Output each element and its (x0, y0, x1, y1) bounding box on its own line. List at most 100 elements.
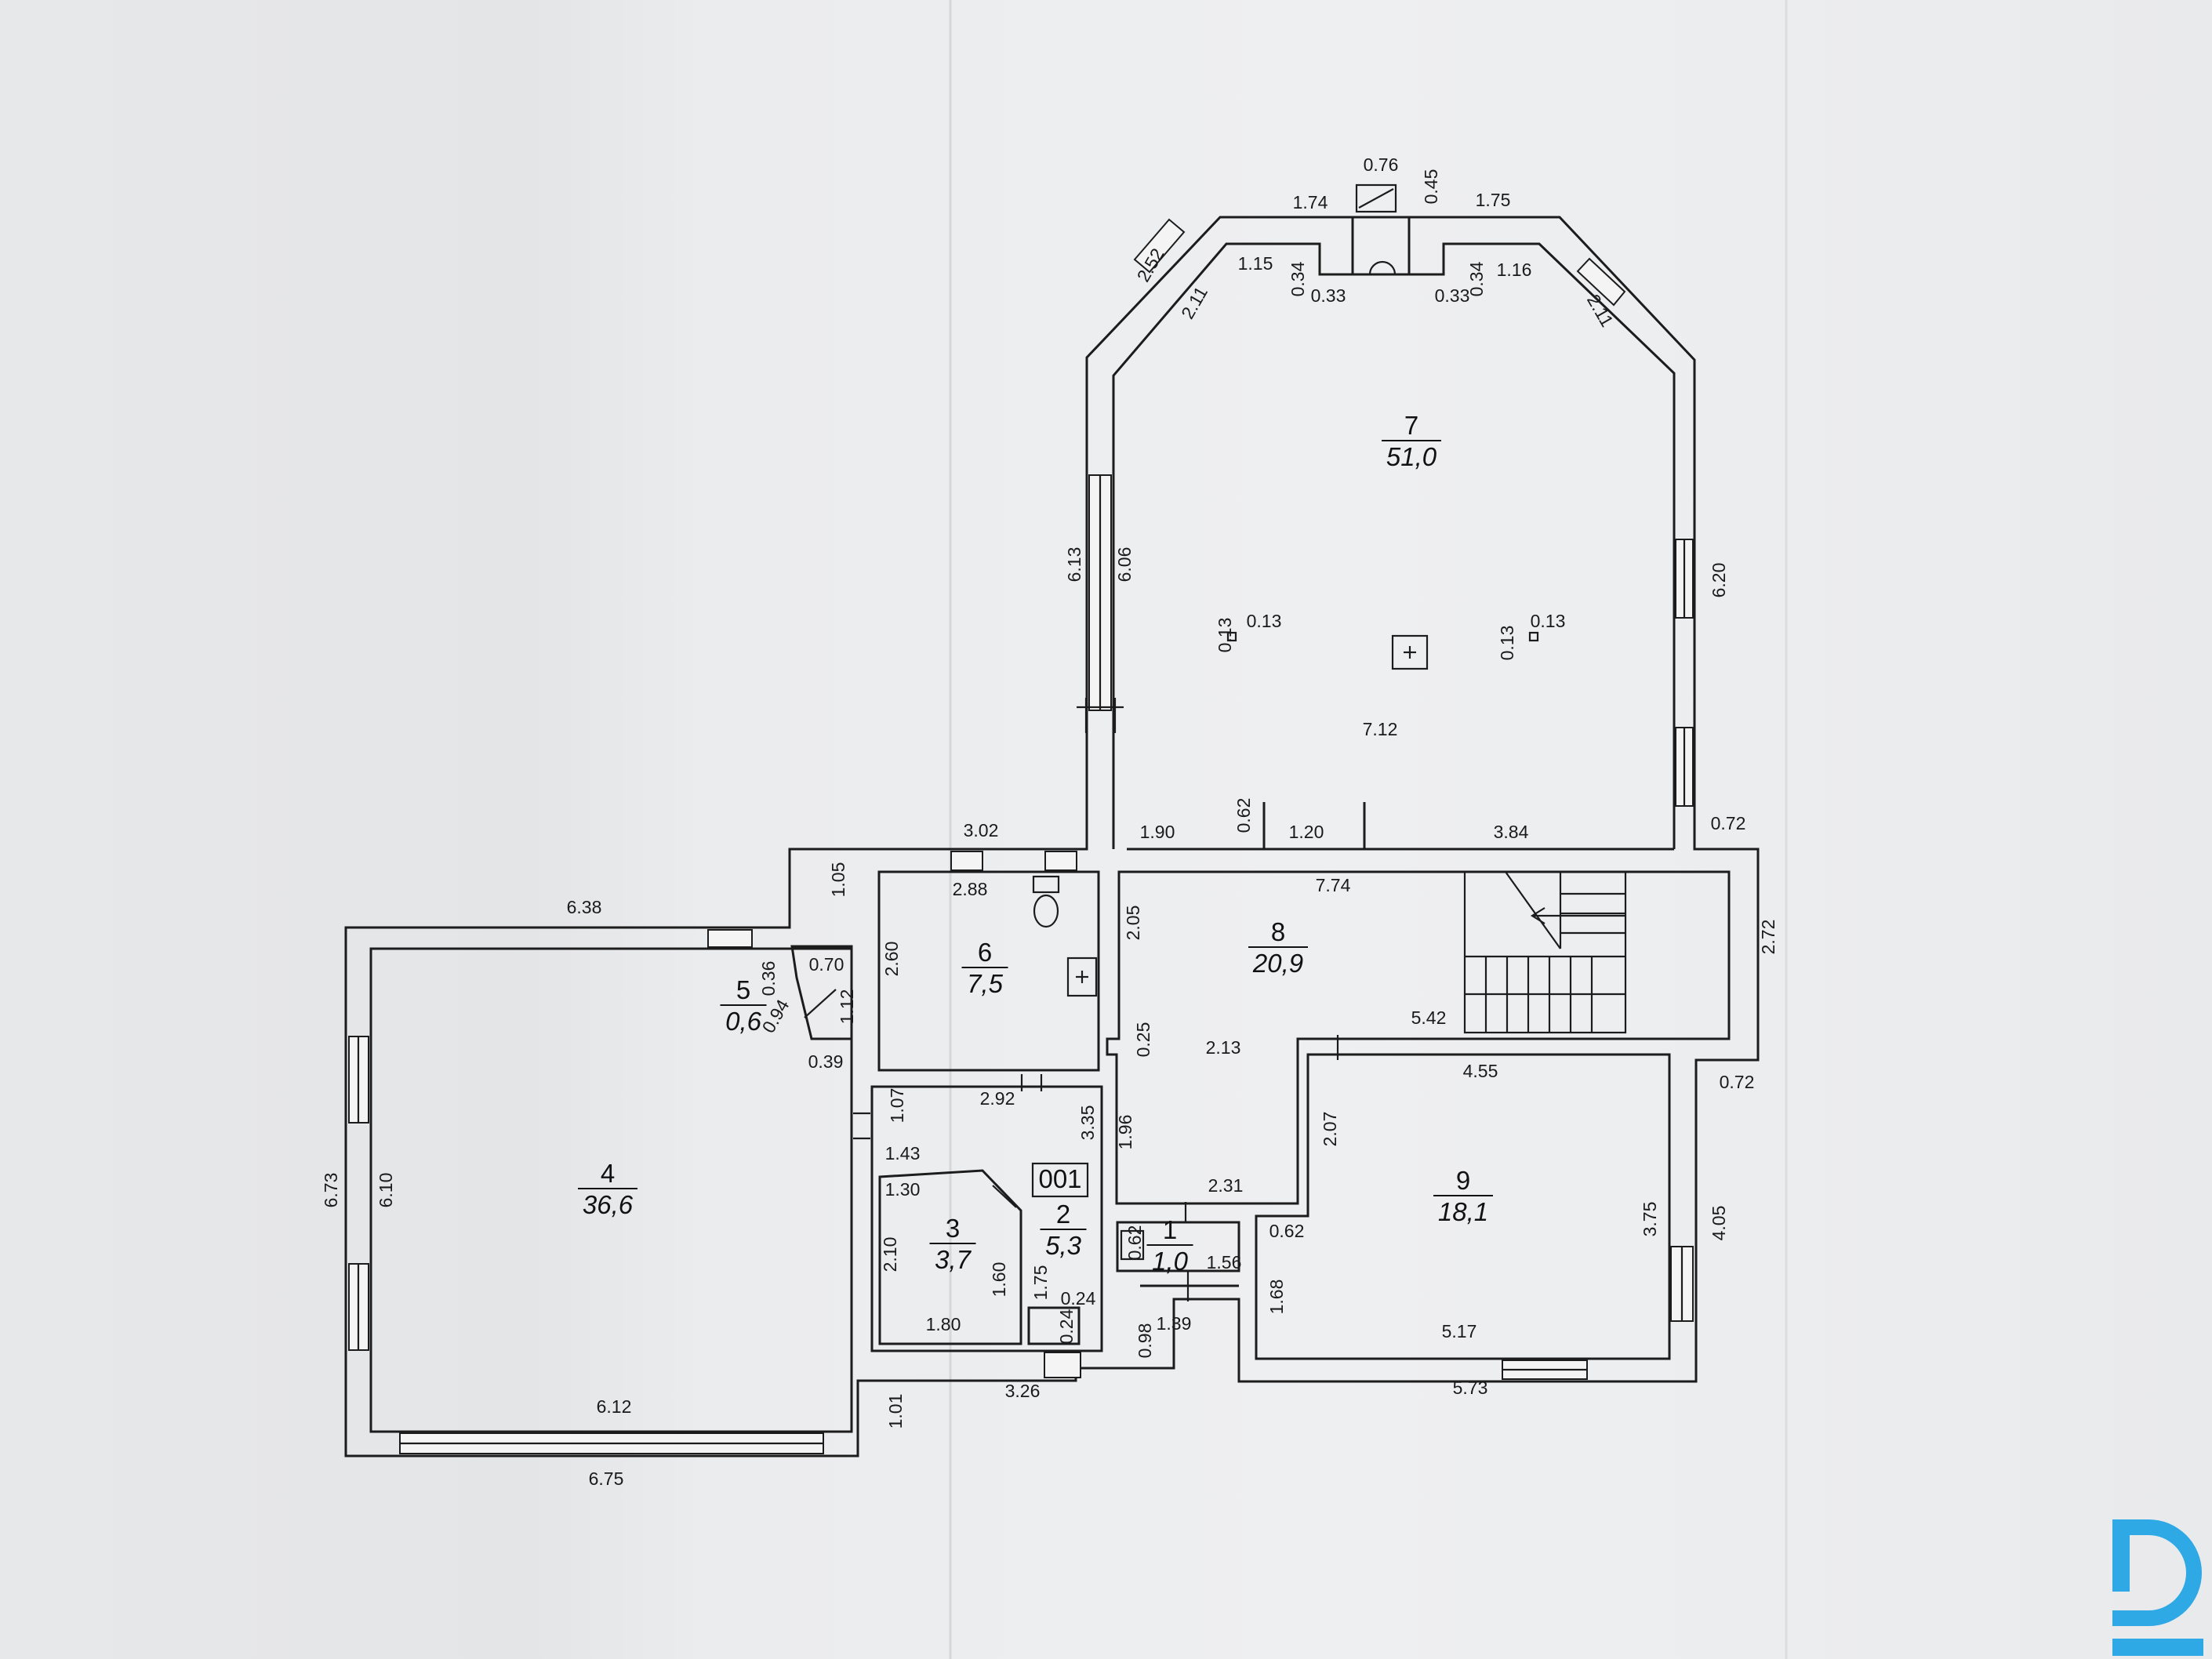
dimension-label: 3.02 (964, 820, 999, 840)
staircase (1463, 870, 1627, 1034)
dimension-label: 4.55 (1463, 1061, 1498, 1081)
dimension-label: 1.39 (1157, 1313, 1192, 1334)
dimension-label: 2.72 (1758, 920, 1778, 955)
room-2-niche (1027, 1306, 1081, 1345)
dimension-label: 0.98 (1135, 1323, 1155, 1359)
wc-block-wall (870, 1085, 1103, 1352)
dimension-label: 6.20 (1709, 563, 1729, 598)
door-ticks (804, 698, 1339, 1301)
dimension-label: 1.75 (1476, 190, 1511, 210)
room-3-wall (878, 1169, 1022, 1345)
room-9-number: 9 (1456, 1166, 1470, 1195)
dimension-label: 1.12 (837, 989, 857, 1025)
dimension-label: 0.62 (1233, 798, 1254, 833)
toilet-tank-icon (1032, 875, 1060, 894)
dimension-label: 0.36 (758, 961, 779, 996)
dimension-label: 1.60 (989, 1262, 1009, 1298)
room-6-number: 6 (978, 938, 992, 967)
dimension-label: 0.62 (1124, 1225, 1145, 1261)
dimension-label: 0.33 (1435, 285, 1470, 306)
dimension-label: 0.39 (808, 1051, 844, 1072)
chimney-vent (1355, 183, 1397, 213)
dimension-label: 2.31 (1208, 1175, 1244, 1196)
dimension-label: 1.80 (926, 1314, 961, 1334)
room-1-number: 1 (1163, 1215, 1177, 1244)
room-8-wall (1106, 870, 1731, 1205)
dimension-label: 3.84 (1494, 822, 1529, 842)
room-tag-label: 001 (1038, 1164, 1081, 1193)
dimension-label: 0.13 (1215, 618, 1235, 653)
dimension-label: 3.26 (1005, 1381, 1041, 1401)
dimension-label: 2.92 (980, 1088, 1015, 1109)
dimension-label: 1.30 (885, 1179, 921, 1200)
dimension-label: 6.13 (1064, 547, 1084, 583)
dimension-label: 1.15 (1238, 253, 1273, 274)
column-small (1528, 631, 1539, 642)
room-5-number: 5 (736, 975, 750, 1004)
dimension-label: 1.74 (1293, 192, 1328, 212)
dimension-label: 5.42 (1411, 1007, 1447, 1028)
room-1-wall (1116, 1221, 1240, 1272)
dimension-label: 0.72 (1720, 1072, 1755, 1092)
dimension-label: 0.13 (1497, 626, 1517, 661)
walls (344, 183, 1760, 1458)
room-1-niche (1120, 1229, 1145, 1261)
dimension-label: 3.75 (1640, 1202, 1660, 1237)
dimension-label: 0.70 (809, 954, 844, 975)
dimension-label: 5.73 (1453, 1378, 1488, 1398)
dimension-label: 0.76 (1364, 154, 1399, 175)
fixtures (1032, 631, 1539, 997)
dimension-label: 1.90 (1140, 822, 1175, 842)
room-8-number: 8 (1271, 917, 1285, 946)
dimension-label: 1.68 (1266, 1280, 1287, 1315)
dimension-label: 2.13 (1206, 1037, 1241, 1058)
toilet-bowl-icon (1033, 894, 1059, 928)
windows (348, 218, 1694, 1454)
room-2-area: 5,3 (1045, 1231, 1082, 1260)
dimension-label: 0.25 (1133, 1022, 1153, 1058)
room-5-area: 0,6 (725, 1007, 762, 1036)
dimension-label: 6.12 (597, 1396, 632, 1417)
dimension-label: 6.10 (376, 1173, 396, 1208)
room-4-inner-wall (369, 947, 853, 1433)
dimension-label: 0.13 (1531, 611, 1566, 631)
dimension-label: 3.35 (1077, 1105, 1098, 1141)
dimension-label: 1.96 (1115, 1115, 1135, 1150)
column-small (1226, 631, 1237, 642)
brand-logo (2112, 1519, 2203, 1656)
room-4-number: 4 (601, 1159, 615, 1188)
dimension-label: 0.34 (1288, 261, 1308, 296)
room-4-area: 36,6 (583, 1190, 634, 1219)
dimension-label: 0.62 (1269, 1221, 1305, 1241)
outer-wall (344, 216, 1760, 1458)
dimension-label: 7.12 (1363, 719, 1398, 739)
room-2-number: 2 (1056, 1200, 1070, 1229)
dimension-label: 1.07 (887, 1088, 907, 1124)
dimension-label: 0.24 (1061, 1288, 1096, 1309)
dimension-label: 6.73 (321, 1173, 341, 1208)
dimension-label: 6.75 (589, 1468, 624, 1489)
dimension-label: 1.01 (885, 1394, 906, 1429)
dimension-label: 1.16 (1497, 260, 1532, 280)
room-9-area: 18,1 (1438, 1197, 1488, 1226)
dimension-label: 2.05 (1123, 906, 1143, 941)
dimension-label: 6.06 (1114, 547, 1135, 583)
room-8-area: 20,9 (1252, 949, 1303, 978)
room-1-area: 1,0 (1152, 1247, 1189, 1276)
chimney-arc (1368, 260, 1397, 275)
dimension-label: 0.72 (1711, 813, 1746, 833)
room-3-area: 3,7 (935, 1245, 972, 1274)
dimension-label: 1.20 (1289, 822, 1324, 842)
sink-icon (1066, 957, 1098, 997)
dimension-label: 1.56 (1207, 1252, 1242, 1272)
room-9-wall (1255, 1053, 1671, 1360)
dimension-label: 5.17 (1442, 1321, 1477, 1341)
dimension-label: 0.45 (1421, 169, 1441, 205)
chimney-vent-mark (1358, 188, 1394, 209)
room-3-number: 3 (946, 1214, 960, 1243)
